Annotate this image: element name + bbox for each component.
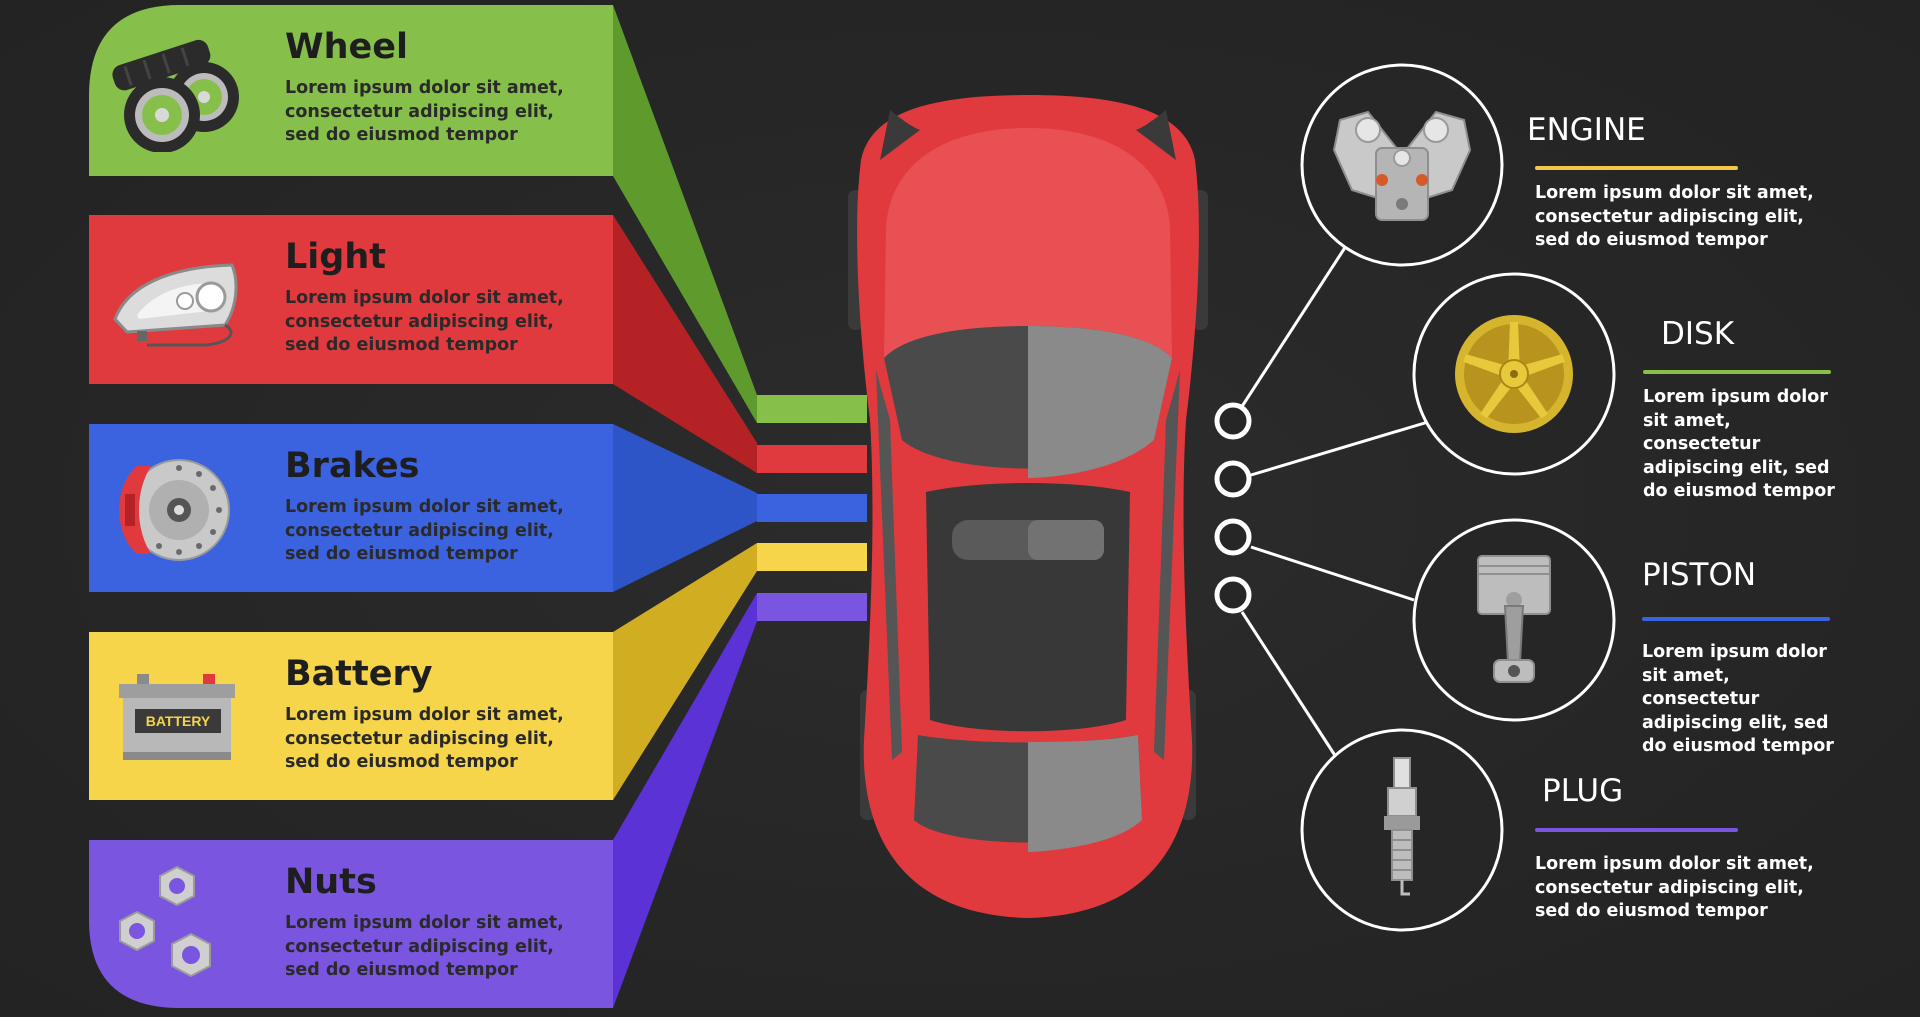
battery-description: Lorem ipsum dolor sit amet, consectetur … <box>285 705 564 772</box>
plug-title: PLUG <box>1542 773 1624 809</box>
wheel-connector <box>613 5 757 423</box>
wheel-bar <box>757 395 867 423</box>
plug-node <box>1214 576 1252 614</box>
piston-underline <box>1642 617 1830 621</box>
engine-node <box>1214 402 1252 440</box>
nuts-title: Nuts <box>285 862 377 902</box>
disk-title: DISK <box>1661 316 1735 352</box>
disk-description: Lorem ipsum dolor sit amet, consectetur … <box>1643 387 1835 501</box>
spark-plug-icon <box>1384 757 1420 896</box>
piston-title: PISTON <box>1642 557 1757 593</box>
panel-wheel: Wheel Lorem ipsum dolor sit amet, consec… <box>89 5 613 173</box>
engine-description: Lorem ipsum dolor sit amet, consectetur … <box>1535 183 1814 250</box>
tire-wheel-icon <box>112 39 239 152</box>
piston-node <box>1214 518 1252 556</box>
nuts-panel-bg <box>89 840 613 1008</box>
car-top-view <box>848 95 1208 918</box>
engine-underline <box>1535 166 1738 170</box>
panel-battery: BATTERY Battery Lorem ipsum dolor sit am… <box>89 632 613 800</box>
wheel-description: Lorem ipsum dolor sit amet, consectetur … <box>285 78 564 145</box>
headlight-icon <box>113 263 238 347</box>
panel-brakes: Brakes Lorem ipsum dolor sit amet, conse… <box>89 424 613 592</box>
light-connector <box>613 215 757 473</box>
brake-disc-icon <box>119 459 230 561</box>
battery-icon: BATTERY <box>119 674 235 760</box>
plug-description: Lorem ipsum dolor sit amet, consectetur … <box>1535 854 1814 921</box>
brakes-description: Lorem ipsum dolor sit amet, consectetur … <box>285 497 564 564</box>
connector-nodes <box>1214 402 1252 614</box>
light-title: Light <box>285 237 387 277</box>
light-bar <box>757 445 867 473</box>
nuts-description: Lorem ipsum dolor sit amet, consectetur … <box>285 913 564 980</box>
wheel-panel-bg <box>89 5 613 176</box>
battery-connector <box>613 543 757 800</box>
nuts-connector <box>613 593 757 1008</box>
part-connection-lines <box>1239 245 1429 758</box>
panel-light: Light Lorem ipsum dolor sit amet, consec… <box>89 215 613 383</box>
brakes-connector <box>613 424 757 592</box>
nuts-icon <box>119 865 211 978</box>
battery-icon-label: BATTERY <box>146 713 211 729</box>
wheel-title: Wheel <box>285 27 408 67</box>
disk-node <box>1214 460 1252 498</box>
alloy-rim-icon <box>1455 315 1573 433</box>
light-description: Lorem ipsum dolor sit amet, consectetur … <box>285 288 564 355</box>
battery-title: Battery <box>285 654 433 694</box>
engine-title: ENGINE <box>1527 112 1646 148</box>
nuts-bar <box>757 593 867 621</box>
plug-underline <box>1535 828 1738 832</box>
piston-description: Lorem ipsum dolor sit amet, consectetur … <box>1642 642 1834 756</box>
engine-icon <box>1332 110 1472 221</box>
piston-icon <box>1477 555 1551 683</box>
brakes-bar <box>757 494 867 522</box>
brakes-title: Brakes <box>285 446 420 486</box>
panel-nuts: Nuts Lorem ipsum dolor sit amet, consect… <box>89 840 613 1008</box>
battery-bar <box>757 543 867 571</box>
disk-underline <box>1643 370 1831 374</box>
